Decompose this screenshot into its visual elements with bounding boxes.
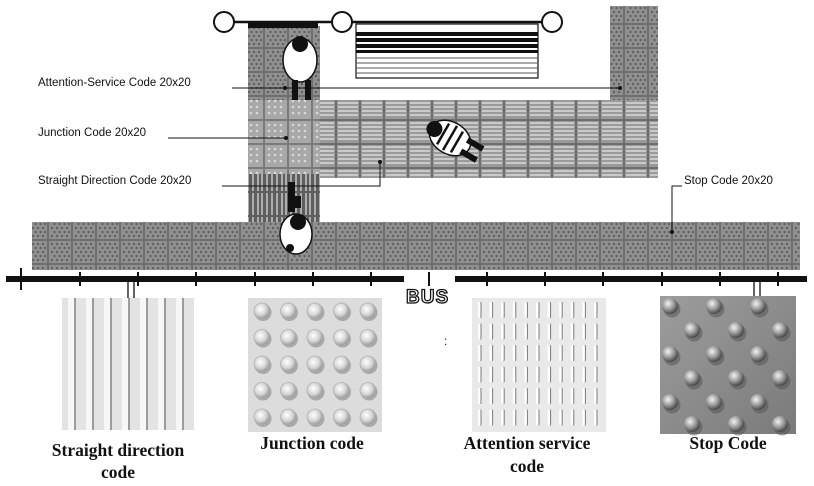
person-topview-icon <box>282 36 318 100</box>
right-attention-column <box>610 6 658 100</box>
straight-direction-label: Straight Direction Code 20x20 <box>38 175 191 187</box>
stop-code-label: Stop Code 20x20 <box>684 175 773 187</box>
caption-attention-line1: Attention service <box>464 433 591 453</box>
caption-straight-line2: code <box>101 462 135 482</box>
attention-service-sample <box>472 298 606 432</box>
junction-label: Junction Code 20x20 <box>38 127 146 139</box>
caption-junction: Junction code <box>260 433 364 453</box>
straight-direction-sample <box>62 298 194 430</box>
curb-line <box>6 268 807 290</box>
stop-leader <box>671 185 682 232</box>
junction-block <box>248 100 320 174</box>
stop-code-strip <box>32 222 800 270</box>
stop-code-sample <box>660 296 796 436</box>
bench-icon <box>213 11 563 79</box>
straight-direction-column <box>248 174 320 222</box>
attention-horizontal-strip <box>320 100 658 178</box>
caption-attention-line2: code <box>510 456 544 476</box>
separator-mark: : <box>444 336 447 348</box>
person-topview-icon <box>279 182 313 255</box>
caption-stop: Stop Code <box>689 433 767 453</box>
attention-service-label: Attention-Service Code 20x20 <box>38 77 191 89</box>
bus-sign-icon: BUS <box>406 287 449 308</box>
person-topview-icon <box>426 119 485 163</box>
caption-straight-line1: Straight direction <box>52 440 185 460</box>
junction-sample <box>248 298 382 432</box>
